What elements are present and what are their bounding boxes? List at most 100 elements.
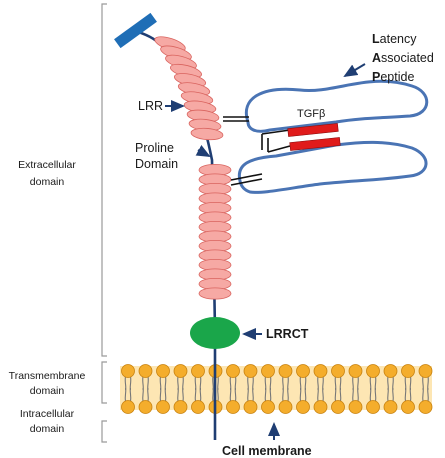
- latency-associated-peptide: [237, 79, 429, 194]
- tgfb-label: TGFβ: [297, 108, 325, 120]
- tgfb-bond-lower: [267, 138, 291, 153]
- lipid-tail: [369, 387, 372, 403]
- lipid-tail: [182, 387, 184, 403]
- lipid-tail: [409, 387, 412, 403]
- lipid-tail: [217, 375, 219, 391]
- lipid-tail: [164, 387, 167, 403]
- lipid-head: [418, 400, 433, 414]
- lipid-tail: [392, 387, 394, 403]
- lipid-tail: [212, 387, 214, 403]
- lipid-tail: [299, 375, 302, 391]
- disulfide-bonds: [223, 116, 291, 186]
- tgfb-bond-upper: [261, 129, 291, 150]
- lipid-tail: [334, 375, 337, 391]
- lipid-head: [278, 364, 293, 378]
- lipid-head: [296, 364, 310, 378]
- proline-repeat: [198, 287, 232, 300]
- lipid-tail: [287, 387, 289, 403]
- lipid-tail: [124, 375, 127, 391]
- lap-label-line1: Latency: [372, 32, 417, 46]
- lap-label-line2-rest: ssociated: [381, 51, 434, 65]
- lrr-label: LRR: [138, 99, 163, 113]
- lipid-tail: [392, 375, 394, 391]
- lap-upper-arm: [244, 79, 429, 133]
- lipid-tail: [322, 375, 324, 391]
- lipid-heads: [121, 364, 433, 414]
- lipid-tail: [159, 387, 162, 403]
- lipid-head: [401, 400, 415, 414]
- lipid-tail: [304, 375, 307, 391]
- lipid-head: [383, 364, 398, 378]
- lipid-head: [156, 400, 170, 414]
- lipid-tail: [247, 375, 249, 391]
- proline-label-line1: Proline: [135, 141, 174, 155]
- lipid-tail: [404, 387, 407, 403]
- lap-label-line1-initial: L: [372, 32, 380, 46]
- tgfb-bar-upper: [287, 123, 339, 137]
- lipid-tail: [387, 375, 389, 391]
- lipid-tail: [212, 375, 214, 391]
- lipid-head: [313, 364, 328, 378]
- lipid-tail: [374, 387, 377, 403]
- lipid-head: [261, 400, 275, 414]
- lrrct-label: LRRCT: [266, 327, 309, 341]
- lipid-tail: [234, 387, 237, 403]
- lipid-tail: [427, 375, 429, 391]
- lrrct-domain: [190, 317, 240, 349]
- lipid-head: [261, 364, 275, 378]
- lipid-tail: [304, 387, 307, 403]
- lipid-tail: [387, 387, 389, 403]
- region-brackets: [101, 3, 107, 443]
- lipid-tail: [264, 375, 267, 391]
- extracellular-label-line2: domain: [30, 176, 65, 188]
- intracellular-bracket: [101, 420, 107, 443]
- lipid-tail: [334, 387, 337, 403]
- lipid-tails: [124, 375, 429, 403]
- lipid-tail: [229, 387, 232, 403]
- lipid-head: [401, 364, 415, 378]
- lipid-tail: [269, 387, 272, 403]
- lap-label-line2: Associated: [372, 51, 434, 65]
- lap-label-line3-rest: eptide: [380, 70, 414, 84]
- lipid-head: [156, 364, 170, 378]
- lipid-tail: [264, 387, 267, 403]
- lipid-tail: [317, 375, 319, 391]
- cell-membrane-label: Cell membrane: [222, 444, 312, 458]
- lipid-tail: [234, 375, 237, 391]
- extracellular-label-line1: Extracellular: [18, 159, 76, 171]
- pointer-arrows: [165, 63, 366, 440]
- lap-label-line2-initial: A: [372, 51, 381, 65]
- transmembrane-label-line2: domain: [30, 385, 65, 397]
- cell-membrane: [120, 364, 433, 414]
- lipid-head: [173, 400, 188, 414]
- lipid-head: [313, 400, 328, 414]
- lipid-tail: [147, 387, 149, 403]
- tgfb-dimer: [287, 123, 341, 151]
- lipid-head: [138, 364, 153, 378]
- lipid-tail: [352, 375, 354, 391]
- lipid-head: [138, 400, 153, 414]
- lipid-tail: [199, 387, 202, 403]
- lipid-tail: [129, 387, 132, 403]
- lipid-tail: [194, 387, 197, 403]
- lipid-head: [366, 364, 380, 378]
- lap-label-line3: Peptide: [372, 70, 414, 84]
- lipid-tail: [199, 375, 202, 391]
- transmembrane-bracket: [101, 361, 107, 404]
- lipid-tail: [194, 375, 197, 391]
- lrr-repeat: [190, 127, 224, 141]
- lipid-tail: [142, 387, 144, 403]
- lipid-head: [191, 364, 205, 378]
- extracellular-bracket: [101, 3, 107, 357]
- lipid-tail: [142, 375, 144, 391]
- lipid-head: [418, 364, 433, 378]
- lap-arrow: [343, 63, 366, 78]
- lipid-tail: [352, 387, 354, 403]
- lipid-head: [278, 400, 293, 414]
- lipid-tail: [252, 375, 254, 391]
- lipid-tail: [339, 387, 342, 403]
- lipid-tail: [159, 375, 162, 391]
- lap-label-line3-initial: P: [372, 70, 380, 84]
- lipid-tail: [322, 387, 324, 403]
